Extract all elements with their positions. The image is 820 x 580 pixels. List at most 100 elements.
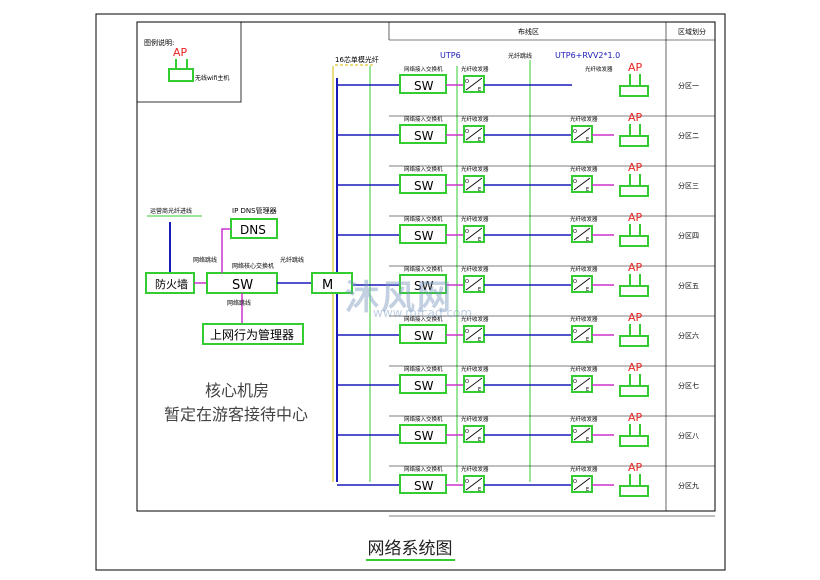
access-switch-sw: SW [414, 129, 434, 143]
ap-label: AP [628, 361, 643, 374]
transceiver-label: 光纤收发器 [461, 315, 489, 323]
ap-label: AP [628, 61, 643, 74]
transceiver-e: E [478, 187, 481, 193]
ap-icon: AP [619, 261, 649, 297]
watermark-brand: 沐风网 [345, 278, 453, 318]
transceiver-o: O [573, 479, 577, 485]
media-converter-box [311, 272, 353, 294]
media-converter-label: M [322, 278, 333, 293]
access-switch-box [399, 174, 447, 194]
access-switch-label: 网络接入交换机 [404, 315, 443, 323]
transceiver-label: 光纤收发器 [461, 215, 489, 223]
behavior-manager-label: 上网行为管理器 [210, 327, 294, 342]
dns-link [221, 228, 231, 273]
legend-ap-text: AP [173, 46, 188, 59]
legend-ap-icon: AP [168, 46, 194, 82]
watermark-url: www.mfcad.com [373, 306, 473, 320]
access-switch-label: 网络接入交换机 [404, 465, 443, 473]
transceiver-o: O [465, 229, 469, 235]
transceiver-o: O [573, 279, 577, 285]
net-jumper-lower-label: 网络跳线 [227, 299, 251, 307]
ipdns-label: IP DNS管理器 [232, 206, 277, 215]
access-switch-sw: SW [414, 379, 434, 393]
access-switch-box [399, 274, 447, 294]
access-switch-sw: SW [414, 329, 434, 343]
transceiver-icon: OE [571, 175, 593, 193]
transceiver-e: E [586, 287, 589, 293]
access-switch-label: 网络接入交换机 [404, 115, 443, 123]
zone-label: 分区九 [678, 481, 699, 490]
transceiver-o: O [573, 379, 577, 385]
zone-label: 分区三 [678, 181, 699, 190]
legend-title: 图例说明: [144, 38, 174, 47]
zone-label: 分区一 [678, 81, 699, 90]
transceiver-icon: OE [463, 275, 485, 293]
access-switch-box [399, 74, 447, 94]
zone-label: 分区四 [678, 231, 699, 240]
transceiver-e: E [586, 187, 589, 193]
legend-box [136, 21, 242, 103]
fiber-16-label: 16芯单模光纤 [335, 55, 379, 64]
firewall-label: 防火墙 [155, 277, 188, 291]
ap-icon: AP [619, 161, 649, 197]
transceiver-label: 光纤收发器 [570, 165, 598, 173]
ap-label: AP [628, 311, 643, 324]
transceiver-e: E [586, 487, 589, 493]
transceiver-e: E [478, 487, 481, 493]
transceiver-e: E [586, 337, 589, 343]
transceiver-e: E [478, 137, 481, 143]
transceiver-icon: OE [571, 125, 593, 143]
fiber-jumper-mid-label: 光纤跳线 [280, 256, 304, 264]
zone-label: 分区五 [678, 281, 699, 290]
transceiver-e: E [586, 237, 589, 243]
isp-label: 运营商光纤进线 [150, 207, 192, 215]
transceiver-icon: OE [571, 375, 593, 393]
ap-label: AP [628, 211, 643, 224]
transceiver-icon: OE [463, 225, 485, 243]
behavior-manager-box [202, 323, 304, 345]
ap-icon: AP [619, 411, 649, 447]
transceiver-icon: OE [463, 125, 485, 143]
ap-label: AP [628, 111, 643, 124]
access-switch-label: 网络接入交换机 [404, 65, 443, 73]
transceiver-e: E [478, 237, 481, 243]
ap-icon: AP [619, 211, 649, 247]
transceiver-o: O [573, 329, 577, 335]
access-switch-sw: SW [414, 229, 434, 243]
ap-label: AP [628, 461, 643, 474]
transceiver-label: 光纤收发器 [585, 65, 613, 73]
transceiver-icon: OE [463, 425, 485, 443]
transceiver-o: O [465, 79, 469, 85]
core-room-title: 核心机房 [205, 381, 269, 400]
transceiver-o: O [573, 179, 577, 185]
transceiver-e: E [478, 287, 481, 293]
legend-ap-desc: 无线wifi主机 [195, 74, 229, 82]
transceiver-o: O [573, 129, 577, 135]
ap-icon: AP [619, 311, 649, 347]
transceiver-label: 光纤收发器 [570, 315, 598, 323]
access-switch-sw: SW [414, 279, 434, 293]
ap-label: AP [628, 261, 643, 274]
core-room-location: 暂定在游客接待中心 [164, 405, 308, 424]
transceiver-e: E [478, 87, 481, 93]
transceiver-o: O [573, 229, 577, 235]
net-jumper-upper-label: 网络跳线 [193, 256, 217, 264]
transceiver-icon: OE [571, 325, 593, 343]
transceiver-icon: OE [571, 425, 593, 443]
transceiver-label: 光纤收发器 [461, 365, 489, 373]
ap-icon: AP [619, 461, 649, 497]
transceiver-o: O [465, 129, 469, 135]
access-switch-sw: SW [414, 479, 434, 493]
transceiver-icon: OE [463, 175, 485, 193]
transceiver-e: E [478, 337, 481, 343]
transceiver-label: 光纤收发器 [570, 265, 598, 273]
access-switch-box [399, 224, 447, 244]
access-switch-box [399, 124, 447, 144]
inner-frame [136, 21, 716, 512]
